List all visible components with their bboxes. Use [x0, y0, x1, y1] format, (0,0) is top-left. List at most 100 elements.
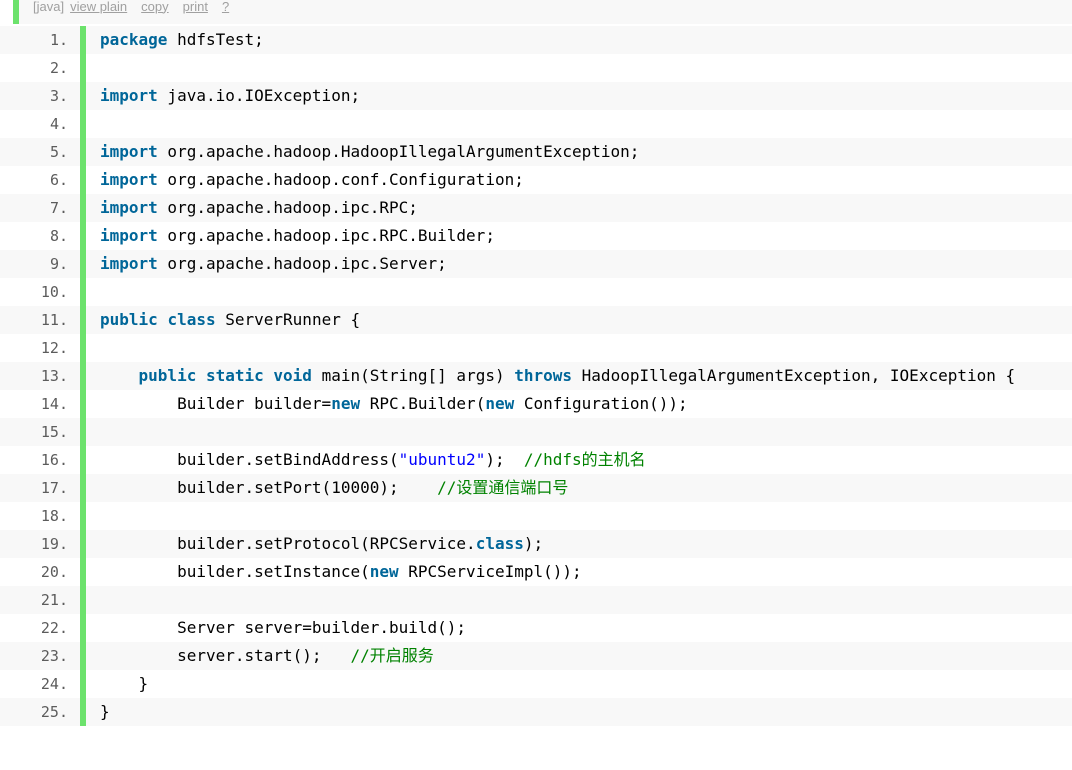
code-line: 13. public static void main(String[] arg… [0, 362, 1072, 390]
gutter-bar [80, 222, 86, 250]
code-block: 1. package hdfsTest; 2. 3. import java.io.IO… [0, 26, 1072, 726]
code-line: 20. builder.setInstance(new RPCServiceIm… [0, 558, 1072, 586]
gutter-bar [80, 390, 86, 418]
code-token: main(String[] args) [311, 366, 515, 385]
gutter-bar [80, 54, 86, 82]
code-keyword: import [100, 170, 158, 189]
line-number: 21. [40, 591, 68, 609]
code-text: import org.apache.hadoop.ipc.Server; [100, 250, 447, 278]
code-token: } [100, 702, 110, 721]
line-number: 5. [49, 143, 68, 161]
code-token: builder.setProtocol(RPCService. [100, 534, 476, 553]
code-token: org.apache.hadoop.ipc.RPC.Builder; [157, 226, 495, 245]
code-token: server.start(); [100, 646, 351, 665]
code-token: org.apache.hadoop.conf.Configuration; [157, 170, 524, 189]
code-text: builder.setBindAddress("ubuntu2"); //hdf… [100, 446, 646, 474]
code-keyword: import [100, 142, 158, 161]
line-number: 11. [40, 311, 68, 329]
code-token [196, 366, 206, 385]
code-token: RPCServiceImpl()); [398, 562, 582, 581]
code-line: 6. import org.apache.hadoop.conf.Configur… [0, 166, 1072, 194]
line-number: 6. [49, 171, 68, 189]
code-token: org.apache.hadoop.HadoopIllegalArgumentE… [157, 142, 640, 161]
gutter-bar [80, 278, 86, 306]
code-token [158, 310, 168, 329]
gutter-bar [80, 642, 86, 670]
code-text: Server server=builder.build(); [100, 614, 466, 642]
code-token: ); [523, 534, 544, 553]
code-text: import java.io.IOException; [100, 82, 360, 110]
code-line: 2. [0, 54, 1072, 82]
code-keyword: import [100, 86, 158, 105]
code-token: hdfsTest; [167, 30, 264, 49]
code-line: 9. import org.apache.hadoop.ipc.Server; [0, 250, 1072, 278]
code-text: public class ServerRunner { [100, 306, 360, 334]
gutter-bar [80, 502, 86, 530]
code-text: builder.setInstance(new RPCServiceImpl()… [100, 558, 582, 586]
code-line: 12. [0, 334, 1072, 362]
gutter-bar [80, 474, 86, 502]
code-text: import org.apache.hadoop.HadoopIllegalAr… [100, 138, 639, 166]
code-text: import org.apache.hadoop.conf.Configurat… [100, 166, 524, 194]
copy-link[interactable]: copy [141, 0, 169, 14]
line-number: 2. [49, 59, 68, 77]
code-keyword: static [205, 366, 264, 385]
code-keyword: import [100, 254, 158, 273]
code-token: java.io.IOException; [157, 86, 361, 105]
code-text: } [100, 670, 149, 698]
line-number: 12. [40, 339, 68, 357]
code-keyword: public [100, 310, 158, 329]
line-number: 15. [40, 423, 68, 441]
line-number: 7. [49, 199, 68, 217]
code-token: HadoopIllegalArgumentException, IOExcept… [572, 366, 1016, 385]
gutter-bar [80, 670, 86, 698]
line-number: 3. [49, 87, 68, 105]
code-line: 5. import org.apache.hadoop.HadoopIllegal… [0, 138, 1072, 166]
code-token [264, 366, 274, 385]
line-number: 22. [40, 619, 68, 637]
line-number: 1. [49, 31, 68, 49]
code-line: 15. [0, 418, 1072, 446]
code-comment: //hdfs的主机名 [523, 450, 646, 469]
gutter-bar [80, 614, 86, 642]
gutter-bar [80, 558, 86, 586]
code-token: Builder builder= [100, 394, 332, 413]
gutter-bar [80, 26, 86, 54]
code-keyword: class [475, 534, 524, 553]
code-token: } [100, 674, 149, 693]
code-line: 24. } [0, 670, 1072, 698]
code-line: 23. server.start(); //开启服务 [0, 642, 1072, 670]
view-plain-link[interactable]: view plain [70, 0, 128, 14]
line-number: 9. [49, 255, 68, 273]
code-line: 21. [0, 586, 1072, 614]
code-text: import org.apache.hadoop.ipc.RPC.Builder… [100, 222, 495, 250]
print-link[interactable]: print [182, 0, 208, 14]
code-keyword: package [100, 30, 168, 49]
code-keyword: import [100, 198, 158, 217]
code-line: 1. package hdfsTest; [0, 26, 1072, 54]
code-line: 25.} [0, 698, 1072, 726]
code-string: "ubuntu2" [398, 450, 486, 469]
code-line: 11. public class ServerRunner { [0, 306, 1072, 334]
code-token: org.apache.hadoop.ipc.RPC; [157, 198, 418, 217]
code-text: package hdfsTest; [100, 26, 264, 54]
line-number: 17. [40, 479, 68, 497]
line-number: 24. [40, 675, 68, 693]
code-keyword: new [369, 562, 399, 581]
line-number: 14. [40, 395, 68, 413]
code-token: builder.setInstance( [100, 562, 370, 581]
gutter-bar [80, 586, 86, 614]
language-label: [java] [33, 0, 65, 14]
code-text: } [100, 698, 110, 726]
gutter-bar [80, 530, 86, 558]
code-keyword: throws [514, 366, 573, 385]
gutter-bar [80, 82, 86, 110]
help-link[interactable]: ? [221, 0, 230, 14]
code-line: 4. [0, 110, 1072, 138]
code-text: public static void main(String[] args) t… [100, 362, 1016, 390]
code-line: 16. builder.setBindAddress("ubuntu2"); /… [0, 446, 1072, 474]
code-text: Builder builder=new RPC.Builder(new Conf… [100, 390, 688, 418]
gutter-bar [80, 138, 86, 166]
code-line: 18. [0, 502, 1072, 530]
